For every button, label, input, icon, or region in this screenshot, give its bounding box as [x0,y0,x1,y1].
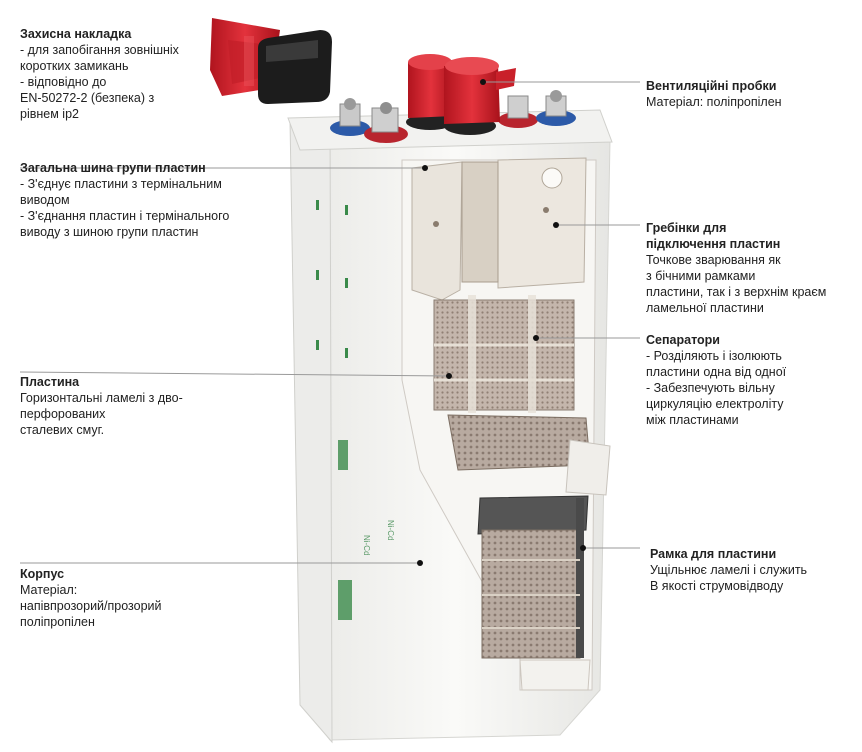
label-line: пластини, так і з верхнім краєм [646,285,827,299]
label-line: Матеріал: поліпропілен [646,95,782,109]
label-line: В якості струмовідводу [650,579,784,593]
label-line: між пластинами [646,413,739,427]
label-line: циркуляцію електроліту [646,397,784,411]
label-line: пластини одна від одної [646,365,787,379]
label-plate-frame: Рамка для пластини Ущільнює ламелі і слу… [650,546,807,594]
label-line: EN-50272-2 (безпека) з [20,91,155,105]
label-line: Матеріал: [20,583,78,597]
label-line: Точкове зварювання як [646,253,781,267]
label-separators-title: Сепаратори [646,333,720,347]
protective-cover-graphic [210,18,332,104]
label-combs-title-2: підключення пластин [646,237,781,251]
label-case-title: Корпус [20,567,65,581]
label-line: з бічними рамками [646,269,756,283]
label-line: виводом [20,193,70,207]
label-line: - відповідно до [20,75,107,89]
label-plate-frame-title: Рамка для пластини [650,547,777,561]
label-line: перфорованих [20,407,106,421]
label-combs: Гребінки для підключення пластин Точкове… [646,220,826,316]
label-protective-cover-title: Захисна накладка [20,27,132,41]
label-line: Ущільнює ламелі і служить [650,563,808,577]
label-vent-plugs-title: Вентиляційні пробки [646,79,777,93]
label-line: сталевих смуг. [20,423,105,437]
label-line: - для запобігання зовнішніх [20,43,179,57]
label-line: коротких замикань [20,59,129,73]
label-line: Горизонтальні ламелі з дво- [20,391,183,405]
label-protective-cover: Захисна накладка - для запобігання зовні… [20,26,179,122]
label-line: - З'єднує пластини з термінальним [20,177,222,191]
vent-plugs-graphic [406,54,516,135]
leader-lines [19,79,640,566]
terminals-graphic [330,90,576,143]
label-line: - Забезпечують вільну [646,381,775,395]
label-separators: Сепаратори - Розділяють і ізолюють пласт… [646,332,786,428]
label-line: напівпрозорий/прозорий [20,599,162,613]
label-busbar-title: Загальна шина групи пластин [20,161,206,175]
label-line: - Розділяють і ізолюють [646,349,782,363]
label-plate: Пластина Горизонтальні ламелі з дво- пер… [20,374,183,438]
label-line: - З'єднання пластин і термінального [20,209,230,223]
cutaway-interior-graphic [401,157,611,691]
label-vent-plugs: Вентиляційні пробки Матеріал: поліпропіл… [646,78,782,110]
label-line: ламельної пластини [646,301,764,315]
case-print-2: Ni-Cd [386,520,395,540]
label-line: виводу з шиною групи пластин [20,225,199,239]
label-case: Корпус Матеріал: напівпрозорий/прозорий … [20,566,162,630]
label-combs-title: Гребінки для [646,221,727,235]
label-line: поліпропілен [20,615,95,629]
case-print-1: Ni-Cd [362,535,371,555]
label-busbar: Загальна шина групи пластин - З'єднує пл… [20,160,229,240]
label-line: рівнем ip2 [20,107,79,121]
label-plate-title: Пластина [20,375,80,389]
